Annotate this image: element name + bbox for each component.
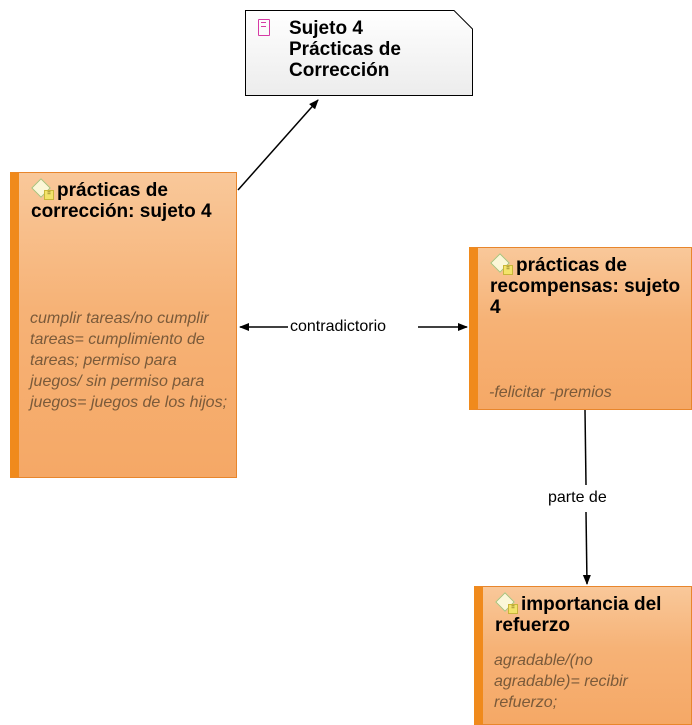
node-correccion-comment: cumplir tareas/no cumplir tareas= cumpli… [30,310,228,411]
node-title: =prácticas de corrección: sujeto 4 [19,173,236,222]
node-practicas-de-recompensas[interactable]: =prácticas de recompensas: sujeto 4 -fel… [469,247,692,410]
document-frame [245,10,473,96]
code-icon: = [495,592,518,614]
node-practicas-de-correccion[interactable]: =prácticas de corrección: sujeto 4 cumpl… [10,172,237,478]
node-title: =importancia del refuerzo [483,587,691,636]
node-recompensas-title: prácticas de recompensas: sujeto 4 [490,255,681,318]
link-label-contradictorio[interactable]: contradictorio [288,318,389,336]
node-refuerzo-comment: agradable/(no agradable)= recibir refuer… [494,652,628,711]
link-parte-de-upper[interactable] [584,409,587,486]
node-importancia-del-refuerzo[interactable]: =importancia del refuerzo agradable/(no … [474,586,692,725]
code-icon: = [31,178,54,200]
code-icon: = [490,253,513,275]
node-recompensas-comment: -felicitar -premios [489,384,612,401]
node-correccion-title: prácticas de corrección: sujeto 4 [31,180,212,222]
document-title: Sujeto 4 Prácticas de Corrección [289,18,401,81]
document-node[interactable]: Sujeto 4 Prácticas de Corrección [245,10,473,96]
node-refuerzo-title: importancia del refuerzo [495,594,662,636]
node-title: =prácticas de recompensas: sujeto 4 [478,248,691,318]
link-label-parte-de[interactable]: parte de [546,489,609,507]
document-icon [258,19,270,36]
link-correccion-to-document[interactable] [237,99,319,191]
link-parte-de-lower[interactable] [582,511,591,585]
